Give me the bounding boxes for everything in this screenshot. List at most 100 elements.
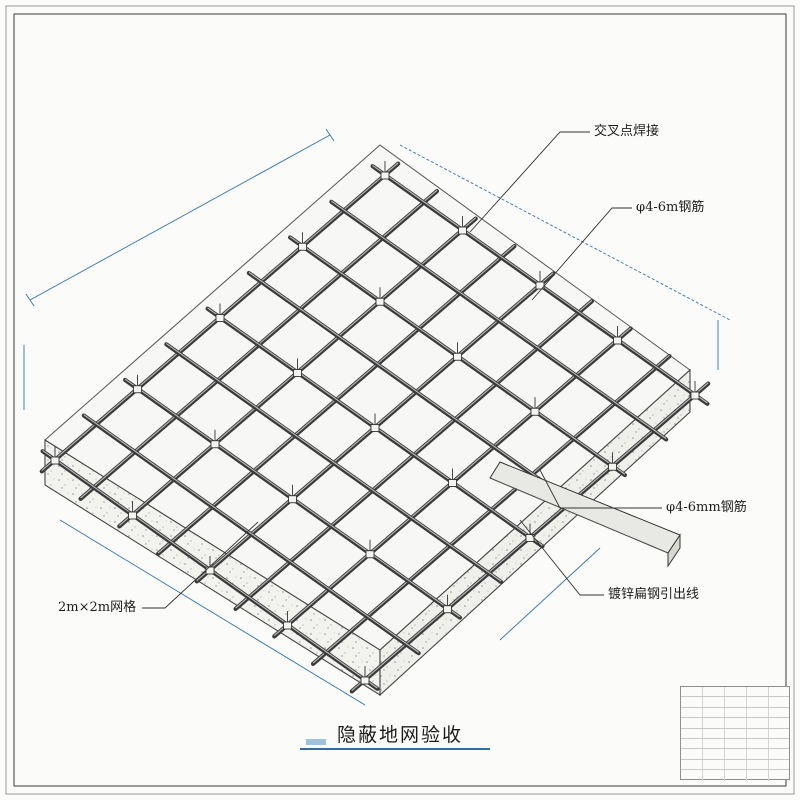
title-block-cell (681, 687, 703, 697)
title-block-cell (703, 718, 725, 728)
title-block (680, 686, 790, 781)
title-block-cell (769, 739, 789, 748)
title-block-row (681, 718, 789, 729)
weld-node (375, 297, 385, 306)
title-block-row (681, 759, 789, 771)
title-block-cell (703, 697, 725, 707)
callout-rebar-side: φ4-6mm钢筋 (666, 500, 747, 515)
leader-rebar-side (539, 469, 662, 509)
flat-steel-end (667, 533, 681, 568)
title-block-cell (681, 770, 703, 781)
weld-node (298, 242, 307, 251)
outer-border (5, 5, 795, 795)
weld-node (365, 550, 375, 559)
title-block-cell (747, 718, 769, 728)
rebar-bar-v-1 (81, 413, 421, 656)
galvanized-flat-steel (489, 461, 681, 568)
title-block-cell (747, 697, 769, 707)
flat-steel-edge (489, 477, 669, 554)
title-block-cell (747, 728, 769, 738)
inner-border (13, 13, 787, 787)
title-block-cell (769, 749, 789, 758)
callout-cross-weld: 交叉点焊接 (594, 124, 660, 139)
title-block-cell (681, 759, 703, 770)
title-block-cell (681, 707, 703, 718)
title-block-cell (769, 708, 789, 717)
title-block-cell (725, 770, 747, 781)
weld-node (448, 479, 457, 487)
weld-node (288, 495, 297, 504)
title-block-row (681, 707, 789, 719)
callout-grid-spec: 2m×2m网格 (58, 600, 137, 615)
title-block-cell (703, 728, 725, 738)
weld-node (443, 605, 452, 614)
dimension-top-left-tick-b (325, 128, 335, 142)
title-block-row (681, 697, 789, 708)
weld-node (608, 462, 617, 471)
weld-node (453, 352, 462, 361)
title-block-cell (747, 738, 769, 749)
rebar-mesh (39, 161, 711, 694)
title-block-cell (725, 749, 747, 759)
title-block-cell (769, 687, 789, 696)
title-block-cell (769, 760, 789, 769)
title-block-row (681, 738, 789, 750)
title-block-row (681, 770, 789, 781)
title-block-cell (769, 770, 789, 780)
weld-node (458, 226, 467, 235)
callout-rebar-top: φ4-6m钢筋 (636, 200, 705, 215)
title-block-cell (769, 718, 789, 727)
weld-node (370, 424, 380, 432)
title-block-cell (681, 697, 703, 707)
weld-node (293, 369, 302, 377)
drawing-title: 隐蔽地网验收 (336, 724, 463, 746)
rebar-bar-v-3-highlight (166, 343, 502, 582)
title-block-cell (681, 749, 703, 759)
weld-node (530, 407, 540, 416)
rebar-bar-v-3 (164, 342, 504, 585)
title-block-cell (747, 687, 769, 697)
title-block-cell (725, 697, 747, 707)
title-block-cell (769, 697, 789, 706)
leader-lines (142, 131, 662, 609)
dimension-lines (23, 128, 731, 706)
weld-node (133, 385, 142, 394)
title-block-cell (725, 759, 747, 770)
title-block-cell (725, 687, 747, 697)
title-block-cell (681, 718, 703, 728)
weld-node (215, 314, 225, 322)
title-block-cell (725, 738, 747, 749)
title-block-cell (703, 707, 725, 718)
title-block-cell (681, 728, 703, 738)
rebar-bar-v-7 (329, 199, 669, 442)
callout-galvanized-lead: 镀锌扁钢引出线 (608, 587, 700, 602)
title-block-cell (681, 738, 703, 749)
title-tag (306, 739, 326, 745)
weld-node (50, 456, 60, 465)
title-block-cell (769, 729, 789, 738)
rebar-bar-v-5-highlight (248, 271, 584, 511)
weld-node (613, 336, 622, 345)
title-block-cell (747, 759, 769, 770)
title-block-cell (703, 759, 725, 770)
title-block-cell (725, 707, 747, 718)
slab-top-face (44, 144, 691, 651)
title-block-cell (703, 687, 725, 697)
weld-node (690, 391, 700, 400)
rebar-bar-v-1-highlight (83, 414, 419, 653)
title-block-cell (703, 738, 725, 749)
weld-node (283, 621, 292, 630)
weld-node (210, 440, 220, 449)
weld-node (128, 511, 137, 520)
dimension-bottom-left (59, 519, 366, 706)
weld-node (380, 171, 390, 180)
title-block-cell (747, 749, 769, 759)
title-block-cell (703, 770, 725, 781)
title-block-cell (703, 749, 725, 759)
title-block-row (681, 687, 789, 698)
title-block-cell (747, 707, 769, 718)
dimension-bottom-right (499, 547, 601, 641)
title-block-row (681, 728, 789, 739)
title-underline (300, 748, 490, 750)
